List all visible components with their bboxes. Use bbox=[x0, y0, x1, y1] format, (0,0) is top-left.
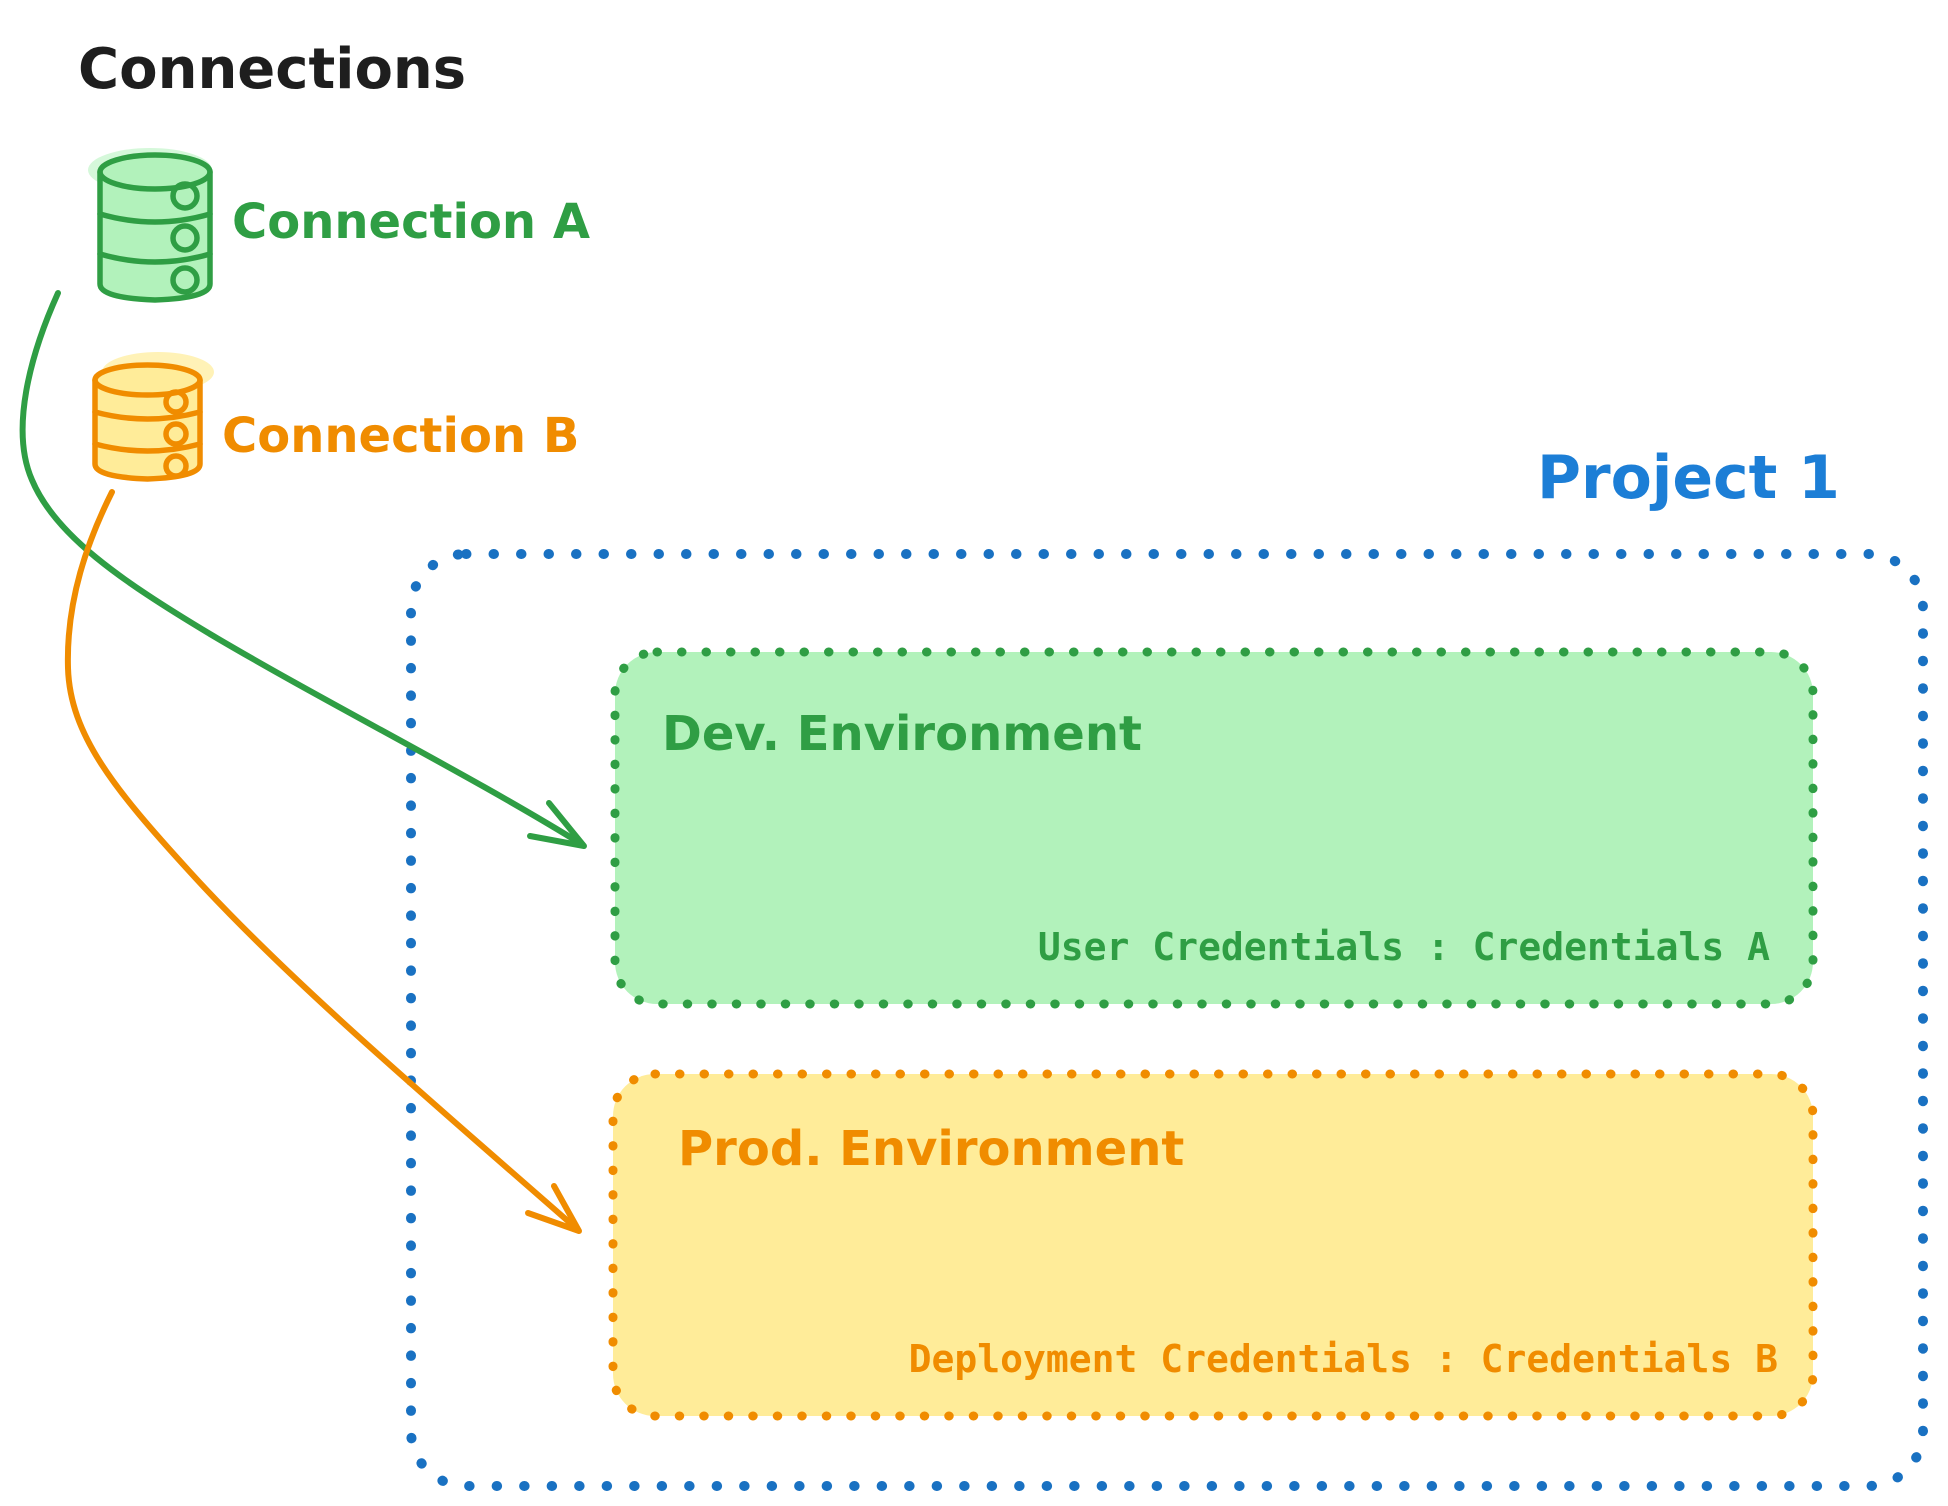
arrow-connection-a-to-dev bbox=[19, 290, 587, 849]
database-separators bbox=[92, 409, 203, 454]
database-body-fill bbox=[100, 155, 210, 300]
project-boundary-box bbox=[406, 549, 1928, 1491]
database-outline bbox=[97, 169, 213, 303]
arrow-connection-b-to-prod bbox=[64, 489, 582, 1234]
prod-environment-node: Prod. Environment Deployment Credentials… bbox=[608, 1069, 1818, 1421]
database-dot bbox=[170, 181, 200, 211]
dev-environment-title: Dev. Environment bbox=[662, 706, 1142, 762]
arrow-head-icon bbox=[525, 1183, 582, 1234]
arrow-head-icon bbox=[527, 800, 587, 849]
prod-environment-box bbox=[608, 1069, 1818, 1421]
arrow-curve bbox=[64, 489, 580, 1232]
database-separators bbox=[97, 211, 213, 265]
dev-environment-box bbox=[610, 647, 1818, 1009]
database-icon-connection-a bbox=[88, 148, 213, 303]
dev-environment-node: Dev. Environment User Credentials : Cred… bbox=[610, 647, 1818, 1009]
dev-credentials-text: User Credentials : Credentials A bbox=[1038, 925, 1770, 969]
database-dot bbox=[163, 421, 189, 447]
project-title: Project 1 bbox=[1537, 443, 1840, 513]
database-dot bbox=[163, 453, 189, 479]
database-dot bbox=[170, 265, 200, 295]
connections-title: Connections bbox=[78, 37, 466, 102]
database-icon-connection-b bbox=[92, 352, 214, 482]
database-dot bbox=[163, 389, 189, 415]
database-dot bbox=[170, 223, 200, 253]
database-outline bbox=[92, 377, 203, 482]
prod-environment-title: Prod. Environment bbox=[678, 1121, 1184, 1177]
prod-credentials-text: Deployment Credentials : Credentials B bbox=[909, 1337, 1778, 1381]
connection-a-label: Connection A bbox=[232, 194, 590, 250]
arrow-curve bbox=[19, 290, 586, 848]
connection-b-label: Connection B bbox=[222, 408, 579, 464]
